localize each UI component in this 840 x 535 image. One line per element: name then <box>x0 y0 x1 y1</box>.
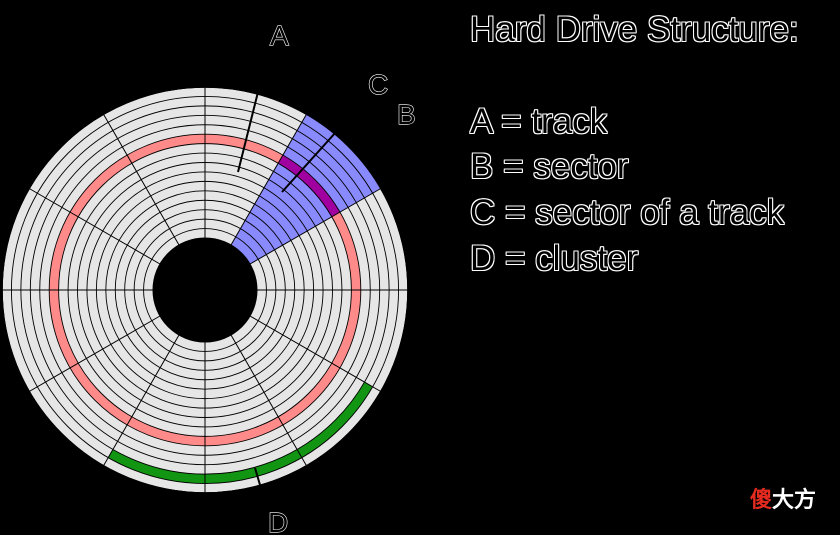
legend-item-sector: B = sector <box>470 147 629 187</box>
watermark-part2: 大方 <box>772 488 817 513</box>
legend-key: A <box>470 102 492 141</box>
legend-text: cluster <box>535 239 639 278</box>
legend-separator: = <box>495 239 536 278</box>
legend-text: sector of a track <box>535 193 785 232</box>
legend-separator: = <box>495 193 536 232</box>
watermark-part1: 傻 <box>750 488 773 513</box>
spindle-hole <box>152 237 258 343</box>
sector-line <box>28 315 161 392</box>
legend-item-track: A = track <box>470 102 607 142</box>
leader-line-d <box>254 467 269 513</box>
disc-outline <box>1 86 409 494</box>
sector-line <box>249 315 382 392</box>
watermark-logo: 傻大方 <box>750 482 816 514</box>
legend-item-sector-of-track: C = sector of a track <box>470 193 784 233</box>
label-c: C <box>368 69 388 100</box>
sector-line <box>103 113 180 246</box>
legend-separator: = <box>491 102 532 141</box>
sector-of-track <box>278 155 340 217</box>
sector-line <box>230 334 307 467</box>
legend-key: C <box>470 193 496 232</box>
sector-line <box>103 334 180 467</box>
diagram-title: Hard Drive Structure: <box>470 10 799 49</box>
legend-text: track <box>531 102 608 141</box>
leader-line-a <box>237 51 269 173</box>
sector-line <box>28 188 161 265</box>
sector-line <box>230 113 307 246</box>
legend-text: sector <box>533 147 629 186</box>
leader-line-c <box>281 91 373 193</box>
sector-line <box>249 188 382 265</box>
label-b: B <box>397 99 416 130</box>
leader-line-b <box>361 121 399 151</box>
label-a: A <box>270 20 289 51</box>
legend-separator: = <box>493 147 534 186</box>
legend-item-cluster: D = cluster <box>470 239 638 279</box>
legend-key: B <box>470 147 494 186</box>
legend-key: D <box>470 239 496 278</box>
label-d: D <box>268 507 288 535</box>
